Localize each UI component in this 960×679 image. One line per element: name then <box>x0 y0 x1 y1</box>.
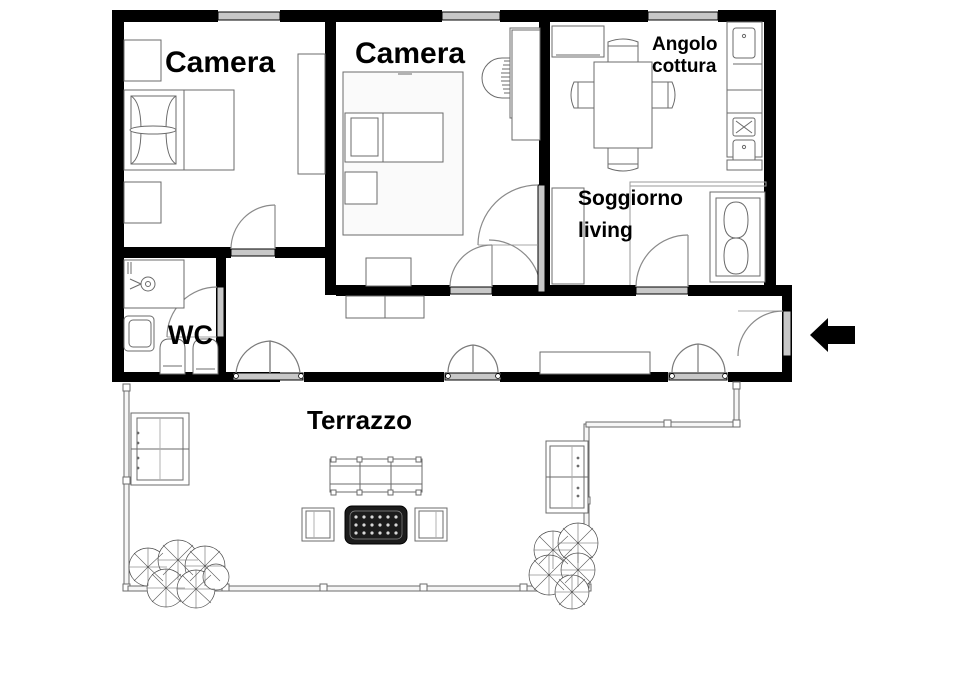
entrance-arrow <box>810 318 855 352</box>
living-furniture <box>551 181 767 285</box>
french-doors <box>232 340 728 381</box>
room-label-camera-2: Camera <box>355 37 465 70</box>
terrazzo <box>122 381 741 610</box>
camera-1-furniture <box>123 39 326 224</box>
room-label-soggiorno-line1: Soggiorno <box>578 187 683 210</box>
room-label-camera-1: Camera <box>165 46 275 79</box>
potted-plant-right <box>528 522 599 610</box>
swing-doors <box>166 184 784 357</box>
room-label-soggiorno-line2: living <box>578 219 633 242</box>
camera-2-furniture <box>342 27 541 319</box>
wc-furniture <box>123 259 219 375</box>
room-label-wc: WC <box>168 320 213 350</box>
room-label-cucina-line2: cottura <box>652 56 717 77</box>
room-label-terrazzo: Terrazzo <box>307 405 412 435</box>
potted-plant-left <box>128 539 230 609</box>
room-label-cucina-line1: Angolo <box>652 34 717 55</box>
kitchen-furniture <box>551 21 763 172</box>
window-openings <box>217 11 719 21</box>
hall-furniture <box>539 351 651 375</box>
